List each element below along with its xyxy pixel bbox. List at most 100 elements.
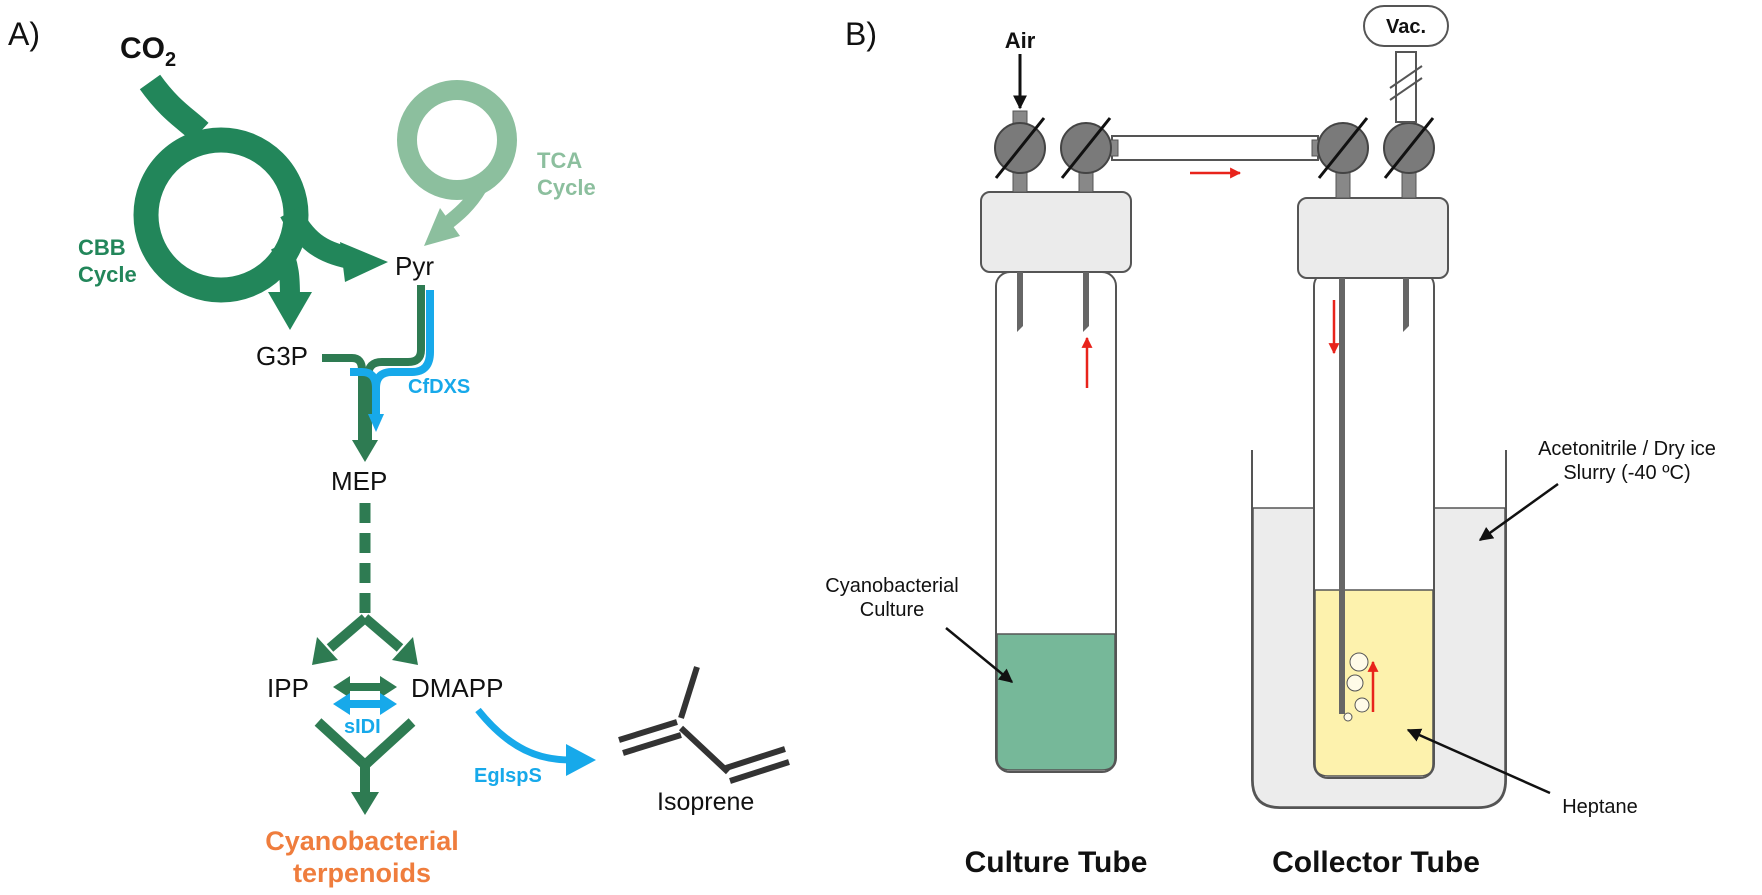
culture-tube bbox=[980, 191, 1132, 773]
vacuum-break-a bbox=[1389, 65, 1423, 89]
isoprene-double-bond-d bbox=[729, 759, 790, 784]
isoprene-double-bond-a bbox=[618, 719, 678, 743]
bubble-3 bbox=[1346, 674, 1364, 692]
cbb-cycle: CBB Cycle bbox=[78, 74, 388, 330]
green-double-arrow-right-head bbox=[380, 676, 397, 698]
collector-tube-cap bbox=[1297, 197, 1449, 279]
valve-air-culture bbox=[994, 110, 1046, 193]
cbb-to-pyr-arrow bbox=[280, 206, 353, 269]
valve-handle bbox=[1060, 117, 1112, 179]
isoprene-double-bond-c bbox=[725, 746, 786, 771]
collector-needle-right-tip bbox=[1403, 326, 1409, 332]
cbb-label-line1: CBB bbox=[78, 235, 126, 260]
egisps-label: EgIspS bbox=[474, 765, 542, 787]
sidi-isomerization: sIDI bbox=[333, 676, 397, 738]
valve-handle bbox=[1317, 117, 1369, 179]
isoprene-bond-methyl bbox=[678, 666, 700, 719]
mep-label: MEP bbox=[331, 466, 387, 496]
culture-needle-right bbox=[1083, 272, 1089, 326]
ipp-label: IPP bbox=[267, 673, 309, 703]
tca-cycle-ring bbox=[397, 80, 517, 200]
culture-label-line1: Cyanobacterial bbox=[825, 575, 958, 597]
culture-needle-right-tip bbox=[1083, 326, 1089, 332]
cfdxs-arrowhead bbox=[368, 414, 384, 432]
slurry-label-line1: Acetonitrile / Dry ice bbox=[1538, 438, 1716, 460]
culture-label-line2: Culture bbox=[860, 599, 924, 621]
terpenoid-merge bbox=[314, 718, 416, 815]
culture-tube-title: Culture Tube bbox=[965, 846, 1148, 879]
isoprene-bond-chain bbox=[678, 725, 731, 775]
blue-double-arrow-left-head bbox=[333, 693, 350, 715]
valve-culture-outlet bbox=[1060, 117, 1119, 193]
vacuum-bubble bbox=[1363, 5, 1449, 47]
green-double-arrow-left-head bbox=[333, 676, 350, 698]
split-left-line bbox=[326, 614, 369, 652]
tca-label-line1: TCA bbox=[537, 148, 582, 173]
valve-handle bbox=[994, 117, 1046, 179]
connecting-tube bbox=[1111, 135, 1319, 161]
merge-right-line bbox=[361, 718, 416, 769]
g3p-to-mep-arrowhead bbox=[352, 440, 378, 462]
merge-down-arrowhead bbox=[351, 792, 379, 815]
cbb-cycle-ring bbox=[133, 127, 309, 303]
collector-dip-tube bbox=[1339, 278, 1345, 714]
panel-a: A) CO2 CBB Cycle TCA Cycle Pyr G3P bbox=[8, 16, 790, 888]
ipp-dmapp-split bbox=[312, 614, 418, 665]
split-right-line bbox=[361, 614, 404, 652]
valve-handle bbox=[1383, 117, 1435, 179]
air-label: Air bbox=[1005, 28, 1036, 53]
vacuum-tube bbox=[1395, 51, 1417, 123]
g3p-label: G3P bbox=[256, 341, 308, 371]
vacuum-label: Vac. bbox=[1386, 16, 1426, 38]
cfdxs-label: CfDXS bbox=[408, 376, 470, 398]
panel-a-label: A) bbox=[8, 16, 40, 52]
pyr-label: Pyr bbox=[395, 251, 434, 281]
isoprene-structure bbox=[618, 666, 790, 784]
merge-left-line bbox=[314, 718, 369, 769]
cbb-label-line2: Cycle bbox=[78, 262, 137, 287]
culture-needle-left bbox=[1017, 272, 1023, 326]
vacuum-line: Vac. bbox=[1363, 5, 1449, 123]
slurry-label-line2: Slurry (-40 ºC) bbox=[1563, 462, 1690, 484]
valve-collector-inlet bbox=[1311, 117, 1369, 199]
vacuum-break-b bbox=[1389, 77, 1423, 101]
egisps-arrow bbox=[475, 707, 571, 764]
tca-label-line2: Cycle bbox=[537, 175, 596, 200]
bubble-4 bbox=[1349, 652, 1369, 672]
panel-b-label: B) bbox=[845, 16, 877, 52]
cbb-to-pyr-arrowhead bbox=[340, 242, 388, 282]
culture-needle-left-tip bbox=[1017, 326, 1023, 332]
cold-bath bbox=[1251, 450, 1507, 809]
collector-needle-right bbox=[1403, 278, 1409, 326]
blue-double-arrow-right-head bbox=[380, 693, 397, 715]
culture-liquid bbox=[996, 633, 1116, 771]
culture-tube-cap bbox=[980, 191, 1132, 273]
sidi-label: sIDI bbox=[344, 716, 381, 738]
egisps-reaction: EgIspS bbox=[474, 707, 596, 787]
valve-vacuum bbox=[1383, 117, 1435, 199]
cfdxs-blue-line bbox=[350, 290, 434, 418]
isoprene-double-bond-b bbox=[622, 732, 682, 756]
panel-b: B) bbox=[825, 5, 1716, 879]
tca-to-pyr-arrowhead bbox=[424, 208, 460, 246]
terpenoids-label-line2: terpenoids bbox=[293, 858, 431, 888]
heptane-callout-arrow bbox=[1406, 728, 1551, 795]
culture-callout-arrow bbox=[945, 627, 1014, 683]
isoprene-label: Isoprene bbox=[657, 788, 754, 816]
valve-stem-bottom bbox=[1401, 169, 1417, 199]
co2-label: CO2 bbox=[120, 32, 176, 71]
collector-tube bbox=[1297, 197, 1449, 779]
terpenoids-label-line1: Cyanobacterial bbox=[265, 826, 459, 856]
co2-influx-arrow bbox=[139, 74, 209, 142]
split-left-arrowhead bbox=[312, 637, 338, 665]
egisps-arrowhead bbox=[566, 744, 596, 776]
air-inlet: Air bbox=[1005, 28, 1036, 110]
heptane-label: Heptane bbox=[1562, 796, 1638, 818]
cbb-to-g3p-arrowhead bbox=[268, 292, 312, 330]
tca-cycle: TCA Cycle bbox=[397, 80, 596, 246]
collector-tube-title: Collector Tube bbox=[1272, 846, 1480, 879]
bubble-1 bbox=[1343, 712, 1353, 722]
dmapp-label: DMAPP bbox=[411, 673, 503, 703]
slurry-callout-arrow bbox=[1478, 482, 1559, 542]
